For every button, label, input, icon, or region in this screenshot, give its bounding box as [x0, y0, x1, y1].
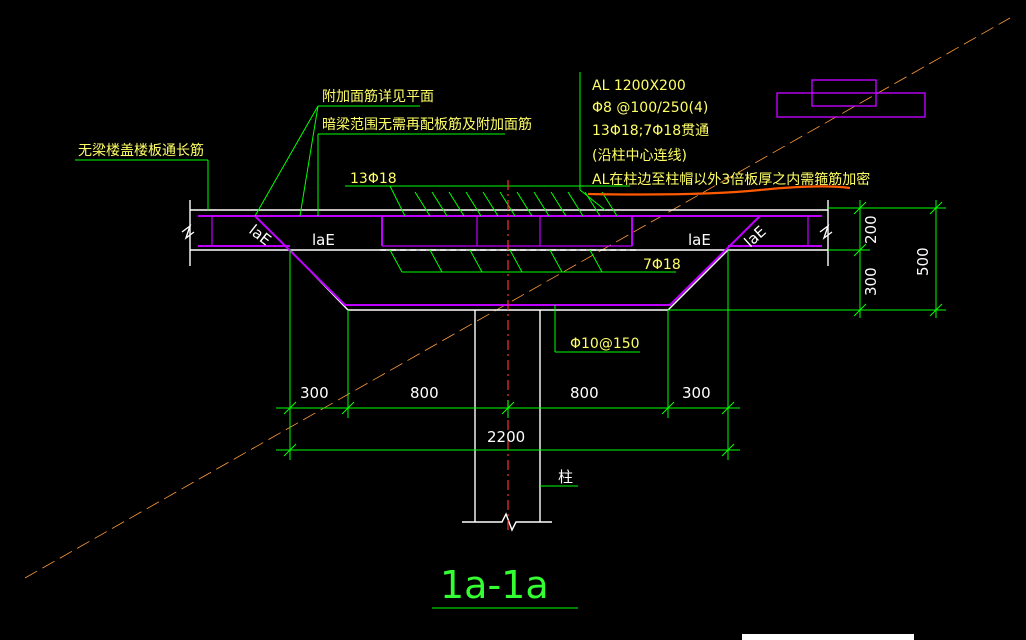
bottom-bar-hatch	[389, 249, 640, 273]
note-no-beam-slab: 无梁楼盖楼板通长筋	[78, 142, 204, 159]
leader-lines	[75, 72, 676, 487]
dim-800-right: 800	[570, 384, 599, 402]
dim-500: 500	[914, 247, 932, 276]
bar-top-label: 13Φ18	[350, 171, 397, 187]
plan-symbol-rectangles	[776, 79, 926, 118]
horizontal-dimensions	[276, 250, 740, 460]
dim-300-vertical: 300	[862, 267, 880, 296]
bottom-edge-bar	[742, 634, 914, 640]
svg-text:13Φ18;7Φ18贯通: 13Φ18;7Φ18贯通	[592, 123, 709, 139]
slab-outline	[181, 200, 833, 266]
rebar-reinforcement	[198, 215, 822, 306]
dim-200: 200	[862, 215, 880, 244]
note-add-reinf: 附加面筋详见平面	[322, 88, 434, 105]
svg-text:AL 1200X200: AL 1200X200	[592, 78, 686, 94]
spec-block: AL 1200X200 Φ8 @100/250(4) 13Φ18;7Φ18贯通 …	[592, 78, 870, 188]
stirrup-label: Φ10@150	[570, 336, 640, 352]
dim-total: 2200	[487, 428, 525, 446]
note-no-extra: 暗梁范围无需再配板筋及附加面筋	[322, 116, 532, 133]
bar-bottom-label: 7Φ18	[643, 257, 681, 273]
column-label: 柱	[558, 468, 573, 486]
section-title: 1a-1a	[440, 563, 549, 607]
dim-300-right: 300	[682, 384, 711, 402]
svg-text:Φ8 @100/250(4): Φ8 @100/250(4)	[592, 100, 708, 116]
diagonal-reference-line	[24, 17, 1011, 579]
lae-right: laE	[688, 231, 711, 249]
dim-300-left: 300	[300, 384, 329, 402]
column-outline	[462, 310, 552, 532]
markup-underline	[587, 185, 851, 196]
lae-left: laE	[312, 231, 335, 249]
svg-text:(沿柱中心连线): (沿柱中心连线)	[592, 148, 687, 164]
top-bar-hatch	[389, 185, 630, 217]
vertical-dimensions	[668, 200, 946, 318]
dim-800-left: 800	[410, 384, 439, 402]
svg-text:AL在柱边至柱帽以外3倍板厚之内需箍筋加密: AL在柱边至柱帽以外3倍板厚之内需箍筋加密	[592, 171, 870, 188]
